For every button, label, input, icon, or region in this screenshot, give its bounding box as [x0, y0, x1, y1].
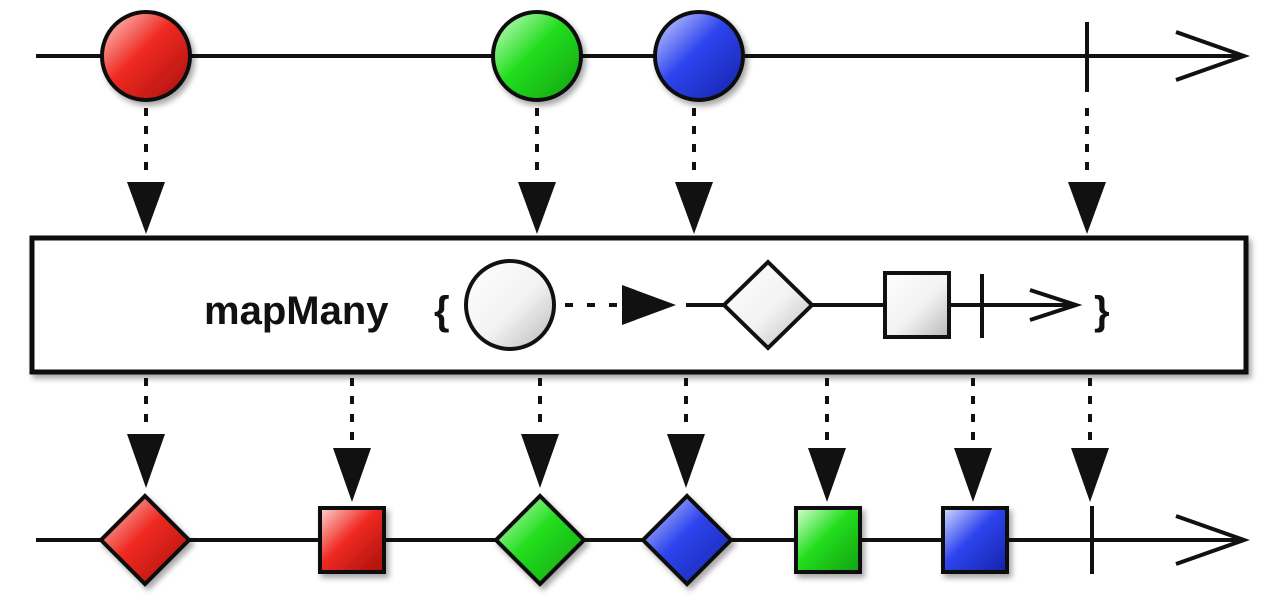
result-event-green-square	[794, 506, 862, 574]
output-arrowhead-3	[521, 434, 559, 488]
source-event-green-circle	[491, 10, 583, 102]
operator-inner-arrowhead	[1029, 288, 1083, 322]
output-arrowhead-7	[1071, 448, 1109, 502]
output-arrowhead-6	[954, 448, 992, 502]
output-arrowhead-2	[333, 448, 371, 502]
result-event-green-diamond	[493, 493, 587, 587]
input-arrowhead-3	[675, 182, 713, 234]
input-arrowhead-1	[127, 182, 165, 234]
source-arrowhead	[1175, 30, 1251, 82]
operator-inner-square-icon	[883, 271, 951, 339]
output-arrowhead-5	[808, 448, 846, 502]
operator-label: mapMany	[204, 289, 389, 333]
result-event-red-diamond	[98, 493, 192, 587]
operator-link-arrowhead	[622, 285, 676, 325]
output-arrows	[144, 378, 1092, 445]
output-arrowhead-4	[667, 434, 705, 488]
operator-box: mapMany { }	[29, 235, 1249, 375]
operator-open-brace: {	[434, 289, 450, 333]
result-event-blue-diamond	[640, 493, 734, 587]
input-arrowhead-2	[518, 182, 556, 234]
result-event-red-square	[318, 506, 386, 574]
operator-close-brace: }	[1094, 289, 1110, 333]
source-event-red-circle	[100, 10, 192, 102]
source-stream	[36, 10, 1251, 102]
input-arrowheads	[127, 182, 1106, 234]
operator-input-circle-icon	[464, 259, 556, 351]
result-event-blue-square	[941, 506, 1009, 574]
result-arrowhead	[1175, 514, 1251, 566]
input-arrowhead-4	[1068, 182, 1106, 234]
output-arrowhead-1	[127, 434, 165, 488]
source-event-blue-circle	[653, 10, 745, 102]
result-stream	[36, 493, 1251, 587]
input-arrows	[144, 108, 1089, 180]
operator-inner-diamond-icon	[721, 259, 815, 351]
output-arrowheads	[127, 434, 1109, 502]
